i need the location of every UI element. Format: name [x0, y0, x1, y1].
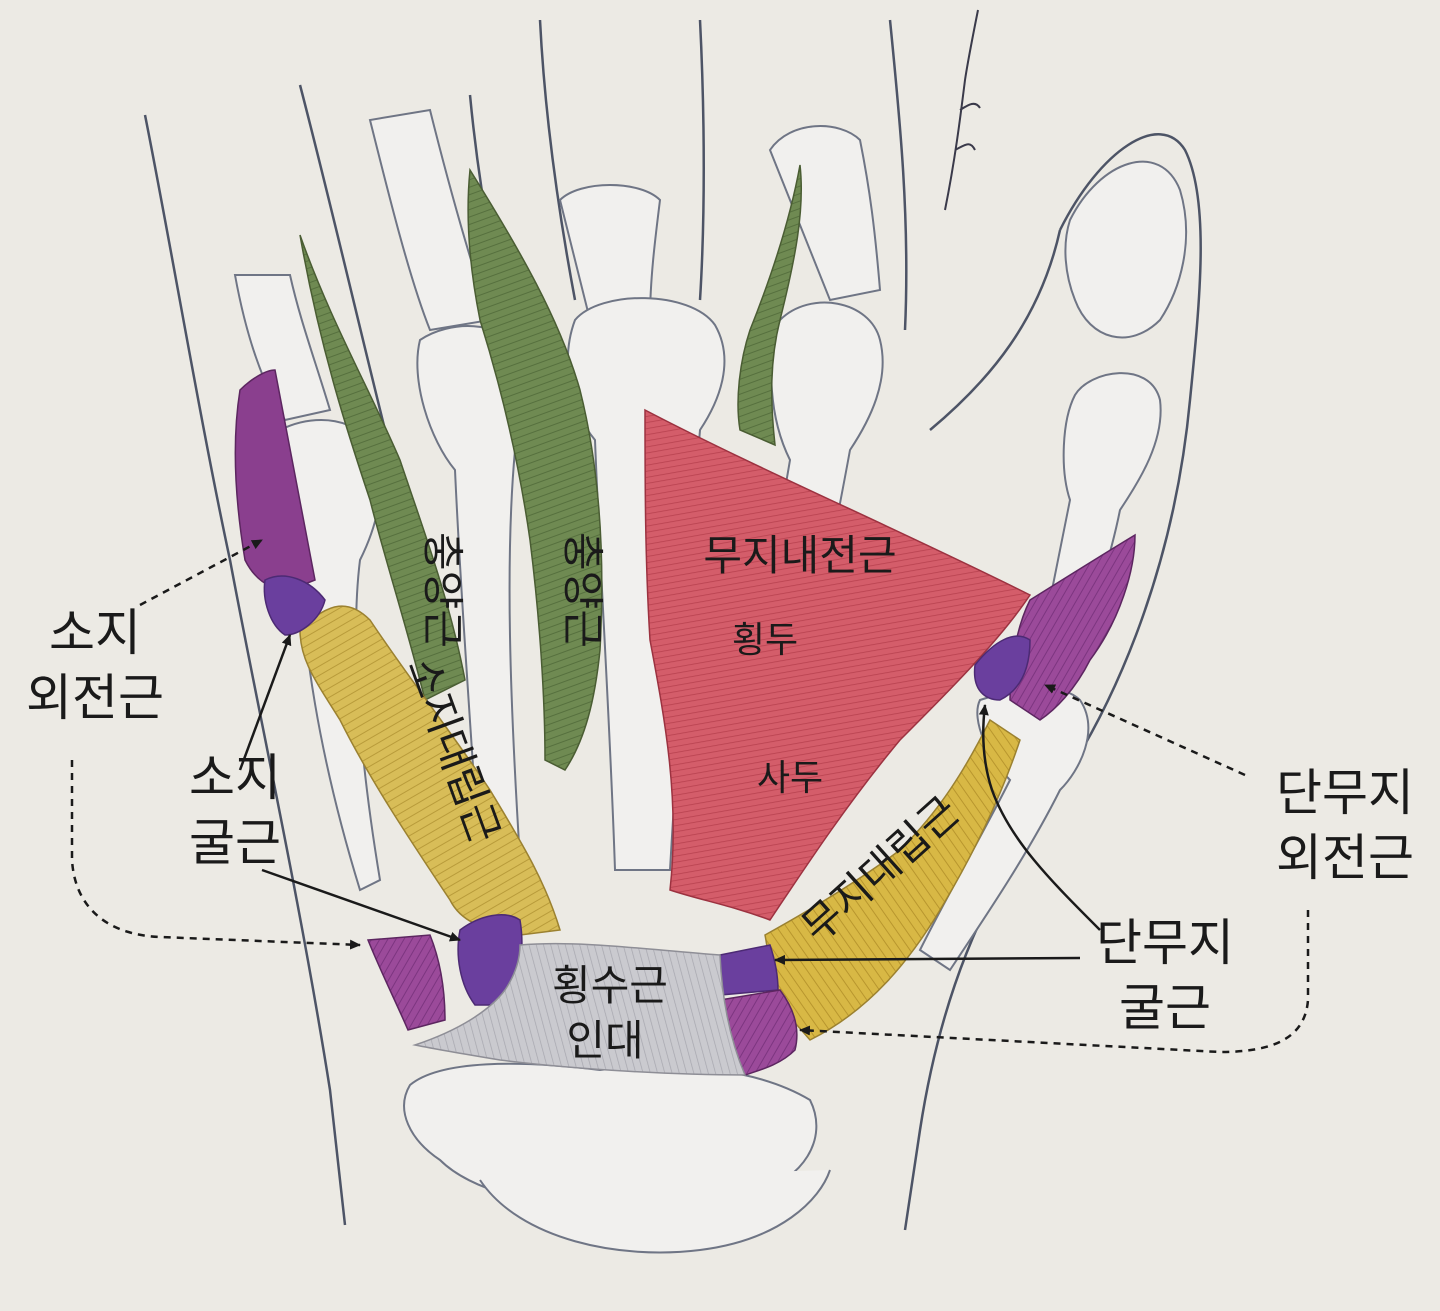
abductor-digiti-minimi-muscle: [234, 369, 316, 591]
flexor-digiti-minimi-label-line1: 소지: [189, 749, 281, 807]
metacarpal-1: [918, 687, 1090, 972]
abductor-digiti-minimi-origin: [366, 934, 446, 1031]
ligament-label-line2: 인대: [566, 1016, 643, 1065]
radius-ulna: [479, 1169, 831, 1254]
flexor-pollicis-brevis-insertion: [973, 635, 1031, 701]
artist-signature: [944, 9, 981, 211]
flexor-digiti-minimi-label-line2: 굴근: [189, 814, 281, 872]
adductor-pollicis-muscle: [644, 408, 1032, 921]
abductor-pollicis-brevis-label-line2: 외전근: [1276, 829, 1414, 887]
ligament-label-line1: 횡수근: [552, 961, 668, 1010]
flexor-pollicis-brevis-label-line1: 단무지: [1096, 914, 1234, 972]
fpb-curved-arrow: [978, 704, 1101, 931]
flexor-pollicis-brevis-origin: [719, 944, 779, 996]
abductor-digiti-minimi-label-line1: 소지: [49, 604, 141, 662]
lumbrical-3-tendon: [737, 164, 803, 447]
fdm-solid-arrow: [238, 634, 292, 771]
abductor-digiti-minimi-tendon: [263, 575, 326, 636]
proximal-phalanx-middle: [558, 184, 662, 321]
adm-origin-dashed-line: [70, 760, 361, 950]
callout-labels: 소지 외전근 소지 굴근 단무지 외전근 단무지 굴근: [26, 604, 1414, 1037]
opponens-digiti-minimi-muscle: [299, 605, 561, 936]
fpb-origin-solid-arrow: [774, 954, 1081, 965]
lumbrical-2-muscle: [467, 167, 603, 771]
proximal-phalanx-little: [233, 274, 332, 422]
lumbrical-1-muscle: [299, 234, 466, 702]
lumbrical-2-label: 충양근: [558, 532, 607, 648]
apb-origin-dashed-line: [799, 910, 1310, 1054]
flexor-pollicis-brevis-label-line2: 굴근: [1119, 979, 1211, 1037]
abductor-pollicis-brevis-label-line1: 단무지: [1276, 764, 1414, 822]
adductor-pollicis-label: 무지내전근: [703, 531, 896, 580]
adm-dashed-arrow: [139, 538, 263, 607]
transverse-head-label: 횡두: [732, 620, 798, 661]
fdm-origin-solid-arrow: [261, 868, 461, 942]
apb-dashed-arrow: [1044, 683, 1246, 777]
leader-lines: [70, 538, 1310, 1054]
abductor-digiti-minimi-label-line2: 외전근: [26, 669, 164, 727]
transverse-carpal-ligament: [412, 942, 747, 1076]
thumb-distal: [1064, 160, 1188, 339]
lumbrical-1-label: 충양근: [418, 532, 467, 648]
oblique-head-label: 사두: [757, 758, 823, 799]
